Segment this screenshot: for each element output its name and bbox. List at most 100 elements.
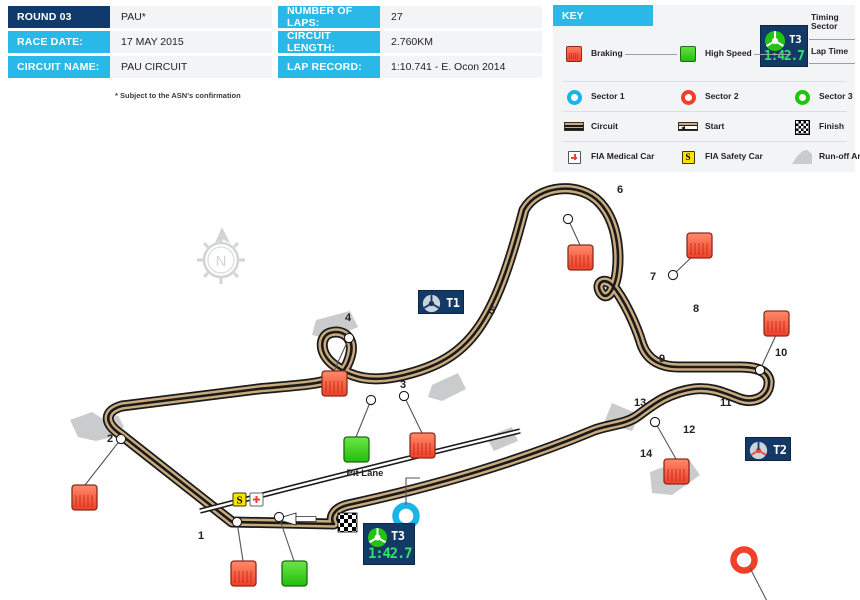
key-sample-lap-time: 1:42.7 (764, 49, 805, 64)
info-row: CIRCUIT NAME: PAU CIRCUIT LAP RECORD: 1:… (8, 56, 542, 78)
sector-2-ring-icon (677, 89, 699, 105)
turn-number-1: 1 (198, 530, 205, 542)
key-item-start: Start (677, 122, 791, 132)
marshal-node (343, 332, 355, 344)
marshal-node (398, 390, 410, 402)
marshal-node (115, 433, 127, 445)
high-speed-swatch-icon (677, 46, 699, 62)
turn-number-3: 3 (400, 379, 407, 391)
pit-lane-label: Pit Lane (346, 468, 384, 479)
key-connector-line (624, 53, 677, 55)
zone-connectors-group (84, 218, 777, 600)
fia-safety-car-icon: S (677, 150, 699, 164)
marshal-node (273, 511, 285, 523)
key-item-fia-safety-car: S FIA Safety Car (677, 150, 791, 164)
key-label-fia-safety-car: FIA Safety Car (705, 151, 763, 162)
key-sample-sector-code: T3 (789, 33, 802, 46)
turn-number-4: 4 (345, 312, 352, 324)
start-direction-arrow (274, 512, 317, 526)
high-speed-zone-marker (281, 560, 308, 587)
key-sample-caption-timing-sector: Timing Sector (811, 12, 839, 32)
key-sample-rule-timing (809, 39, 855, 40)
turn-number-7: 7 (650, 271, 657, 283)
key-legend-panel: KEY T3 1:42.7 Timing Sector Lap Time Bra… (553, 5, 860, 172)
compass-north-label: N (216, 253, 227, 270)
circuit-swatch-icon (563, 122, 585, 132)
circuit-map-svg: S N (70, 183, 790, 600)
info-label-race-date: RACE DATE: (8, 31, 110, 53)
info-label-round: ROUND 03 (8, 6, 110, 28)
key-label-fia-medical-car: FIA Medical Car (591, 151, 655, 162)
braking-swatch-icon (563, 46, 585, 62)
key-row-zones: Braking High Speed (563, 38, 847, 70)
key-row-sectors: Sector 1 Sector 2 Sector 3 (563, 81, 853, 112)
steering-wheel-icon (367, 527, 388, 548)
braking-zone-marker (567, 244, 594, 271)
braking-zone-marker (663, 458, 690, 485)
steering-wheel-icon (764, 30, 786, 57)
braking-zone-marker (321, 370, 348, 397)
marshal-node (667, 269, 679, 281)
key-item-high-speed: High Speed (677, 46, 791, 62)
marshal-node (754, 364, 766, 376)
circuit-map: S N 1 2 3 4 5 6 7 8 9 10 11 12 13 14 (0, 175, 860, 600)
key-label-sector-3: Sector 3 (819, 91, 853, 102)
key-timing-sector-sample: T3 1:42.7 (760, 25, 808, 67)
info-row: RACE DATE: 17 MAY 2015 CIRCUIT LENGTH: 2… (8, 30, 542, 54)
braking-zone-marker (409, 432, 436, 459)
timing-sector-box-t3: T3 1:42.7 (363, 523, 415, 565)
info-label-circuit-name: CIRCUIT NAME: (8, 56, 110, 78)
key-label-run-off-areas: Run-off Areas (819, 151, 860, 162)
key-item-sector-3: Sector 3 (791, 89, 860, 105)
turn-number-9: 9 (659, 353, 666, 365)
info-row: ROUND 03 PAU* NUMBER OF LAPS: 27 (8, 5, 542, 29)
marshal-node (562, 213, 574, 225)
sector-3-ring-icon (791, 89, 813, 105)
sector-1-marker-core (399, 509, 413, 523)
finish-flag-icon (791, 119, 813, 135)
key-sample-caption-lap-time: Lap Time (811, 46, 849, 56)
turn-number-2: 2 (107, 433, 114, 445)
turn-number-11: 11 (720, 397, 732, 409)
steering-wheel-icon (422, 294, 441, 313)
timing-lap-time-t3: 1:42.7 (368, 546, 413, 562)
key-label-high-speed: High Speed (705, 48, 752, 59)
timing-sector-code-t1: T1 (446, 296, 460, 310)
sector-1-ring-icon (563, 89, 585, 105)
info-cell-circuit-name: CIRCUIT NAME: PAU CIRCUIT (8, 56, 272, 78)
turn-number-13: 13 (634, 397, 647, 409)
info-value-circuit-length: 2.760KM (380, 31, 542, 53)
svg-text:S: S (236, 495, 242, 507)
info-value-race-date: 17 MAY 2015 (110, 31, 272, 53)
finish-line-flag-icon (337, 512, 358, 533)
info-cell-race-date: RACE DATE: 17 MAY 2015 (8, 31, 272, 53)
key-label-braking: Braking (591, 48, 623, 59)
braking-zone-marker (686, 232, 713, 259)
key-label-sector-2: Sector 2 (705, 91, 739, 102)
timing-sector-box-t2: T2 (745, 437, 791, 461)
info-cell-number-of-laps: NUMBER OF LAPS: 27 (278, 5, 542, 29)
braking-zone-marker (71, 484, 98, 511)
pit-lane-path (199, 428, 521, 514)
info-cell-circuit-length: CIRCUIT LENGTH: 2.760KM (278, 30, 542, 54)
braking-zones-group (71, 232, 790, 587)
key-label-start: Start (705, 121, 725, 132)
key-label-sector-1: Sector 1 (591, 91, 625, 102)
turn-number-5: 5 (489, 305, 496, 317)
marshal-node (231, 516, 243, 528)
timing-sector-code-t3: T3 (391, 529, 405, 543)
info-value-number-of-laps: 27 (380, 6, 542, 28)
sector-2-marker-core (737, 553, 751, 567)
turn-number-10: 10 (775, 347, 788, 359)
key-item-sector-1: Sector 1 (563, 89, 677, 105)
key-item-fia-medical-car: FIA Medical Car (563, 150, 677, 164)
run-off-area-icon (791, 150, 813, 164)
track-path-group (102, 183, 775, 530)
track-node-dots-group (115, 213, 766, 528)
timing-sector-box-t1: T1 (418, 290, 464, 314)
fia-safety-car-glyph: S (681, 150, 695, 164)
key-connector-line (753, 53, 791, 55)
key-item-sector-2: Sector 2 (677, 89, 791, 105)
key-item-run-off-areas: Run-off Areas (791, 150, 860, 164)
subject-footnote: * Subject to the ASN's confirmation (115, 91, 241, 100)
